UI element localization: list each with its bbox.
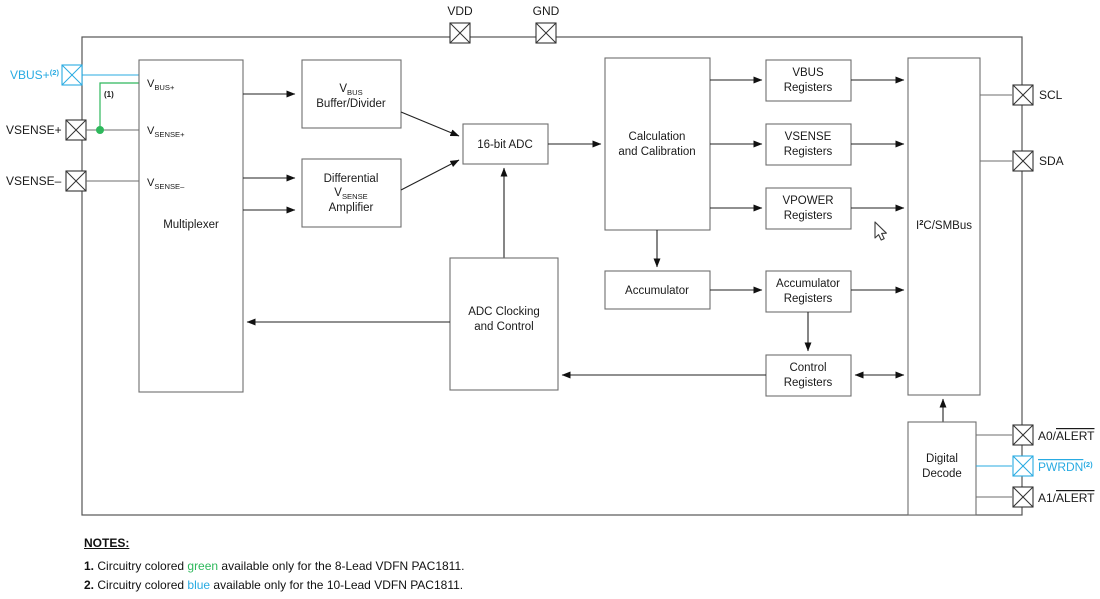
note-1-color-word: green [187, 558, 219, 573]
accumulator-registers-label-line1: Accumulator [776, 278, 840, 290]
wire-diff-amp-to-adc [400, 159, 460, 191]
accumulator-block: Accumulator [604, 270, 711, 310]
note-1-reference-label: (1) [104, 90, 114, 99]
note-1-number: 1. [84, 558, 95, 573]
accumulator-registers-label-line2: Registers [784, 293, 833, 305]
vbus-registers-label-line2: Registers [784, 82, 833, 94]
scl-pin-label: SCL [1039, 88, 1063, 102]
vbus-plus-pin-label: VBUS+(2) [10, 68, 59, 82]
multiplexer-block: VBUS+ VSENSE+ VSENSE– Multiplexer [138, 59, 244, 393]
pwrdn-pin: PWRDN(2) [1012, 455, 1093, 477]
note-2-number: 2. [84, 578, 95, 592]
i2c-smbus-label: I2C/SMBus [916, 218, 972, 232]
diff-amp-label-line3: Amplifier [329, 202, 374, 214]
mux-input-vsense-plus-label: VSENSE+ [147, 125, 185, 139]
accumulator-registers-block: Accumulator Registers [765, 270, 852, 313]
wire-vbus-buffer-to-adc [400, 111, 460, 137]
note-2-post: available only for the 10-Lead VDFN PAC1… [210, 578, 464, 592]
sda-pin: SDA [1012, 150, 1064, 172]
vbus-buffer-divider-label-line2: Buffer/Divider [316, 98, 386, 110]
notes-title: NOTES: [84, 536, 130, 550]
vbus-buffer-divider-label-line1: VBUS [339, 83, 362, 97]
digital-decode-label-line2: Decode [922, 468, 962, 480]
calculation-calibration-block: Calculation and Calibration [604, 57, 711, 231]
a0-alert-pin: A0/ALERT [1012, 424, 1095, 446]
note-1-pre: Circuitry colored [97, 558, 188, 573]
control-registers-label-line1: Control [789, 362, 826, 374]
vsense-plus-pin: VSENSE+ [6, 119, 139, 141]
adc-clocking-control-block: ADC Clocking and Control [449, 257, 559, 391]
control-registers-label-line2: Registers [784, 377, 833, 389]
adc-clocking-label-line1: ADC Clocking [468, 306, 540, 318]
a1-alert-pin: A1/ALERT [1012, 486, 1095, 508]
vpower-registers-label-line2: Registers [784, 210, 833, 222]
note-item-2: 2. Circuitry colored blue available only… [84, 576, 784, 596]
gnd-pin-label: GND [533, 4, 560, 18]
vdd-pin-label: VDD [447, 4, 473, 18]
digital-decode-label-line1: Digital [926, 453, 958, 465]
note-item-1: 1. Circuitry colored green available onl… [84, 557, 784, 577]
digital-decode-block: Digital Decode [907, 421, 977, 516]
sda-pin-label: SDA [1039, 154, 1064, 168]
pwrdn-pin-label: PWRDN(2) [1038, 460, 1093, 474]
accumulator-label: Accumulator [625, 285, 689, 297]
vpower-registers-label-line1: VPOWER [782, 195, 833, 207]
multiplexer-label: Multiplexer [163, 219, 219, 231]
diff-amp-label-line1: Differential [324, 173, 379, 185]
mux-input-vsense-minus-label: VSENSE– [147, 177, 185, 191]
gnd-pin: GND [533, 4, 560, 44]
calculation-label-line2: and Calibration [618, 146, 695, 158]
vbus-registers-block: VBUS Registers [765, 59, 852, 102]
mux-input-vbus-plus-label: VBUS+ [147, 78, 175, 92]
vsense-registers-label-line1: VSENSE [785, 131, 832, 143]
adc-block: 16-bit ADC [462, 123, 549, 165]
vsense-registers-block: VSENSE Registers [765, 123, 852, 166]
i2c-smbus-block: I2C/SMBus [907, 57, 981, 396]
note-2-pre: Circuitry colored [97, 578, 188, 592]
note-1-post: available only for the 8-Lead VDFN PAC18… [218, 558, 465, 573]
adc-clocking-label-line2: and Control [474, 321, 533, 333]
vsense-registers-label-line2: Registers [784, 146, 833, 158]
differential-vsense-amplifier-block: Differential VSENSE Amplifier [301, 158, 402, 228]
vbus-plus-pin: VBUS+(2) [10, 64, 139, 86]
vbus-registers-label-line1: VBUS [792, 67, 824, 79]
a1-alert-pin-label: A1/ALERT [1038, 491, 1095, 505]
notes-section: NOTES: 1. Circuitry colored green availa… [84, 534, 784, 596]
a0-alert-pin-label: A0/ALERT [1038, 429, 1095, 443]
calculation-label-line1: Calculation [629, 131, 686, 143]
vsense-plus-pin-label: VSENSE+ [6, 123, 62, 137]
vsense-plus-junction-node [96, 126, 104, 134]
note-2-color-word: blue [187, 578, 211, 592]
vdd-pin: VDD [447, 4, 473, 44]
vsense-minus-pin-label: VSENSE– [6, 174, 62, 188]
vbus-buffer-divider-block: VBUS Buffer/Divider [301, 59, 402, 129]
note-1-green-connection: (1) [96, 82, 139, 134]
scl-pin: SCL [1012, 84, 1063, 106]
vsense-minus-pin: VSENSE– [6, 170, 139, 192]
adc-label: 16-bit ADC [477, 139, 533, 151]
vpower-registers-block: VPOWER Registers [765, 187, 852, 230]
diff-amp-label-line2: VSENSE [334, 187, 367, 201]
control-registers-block: Control Registers [765, 354, 852, 397]
